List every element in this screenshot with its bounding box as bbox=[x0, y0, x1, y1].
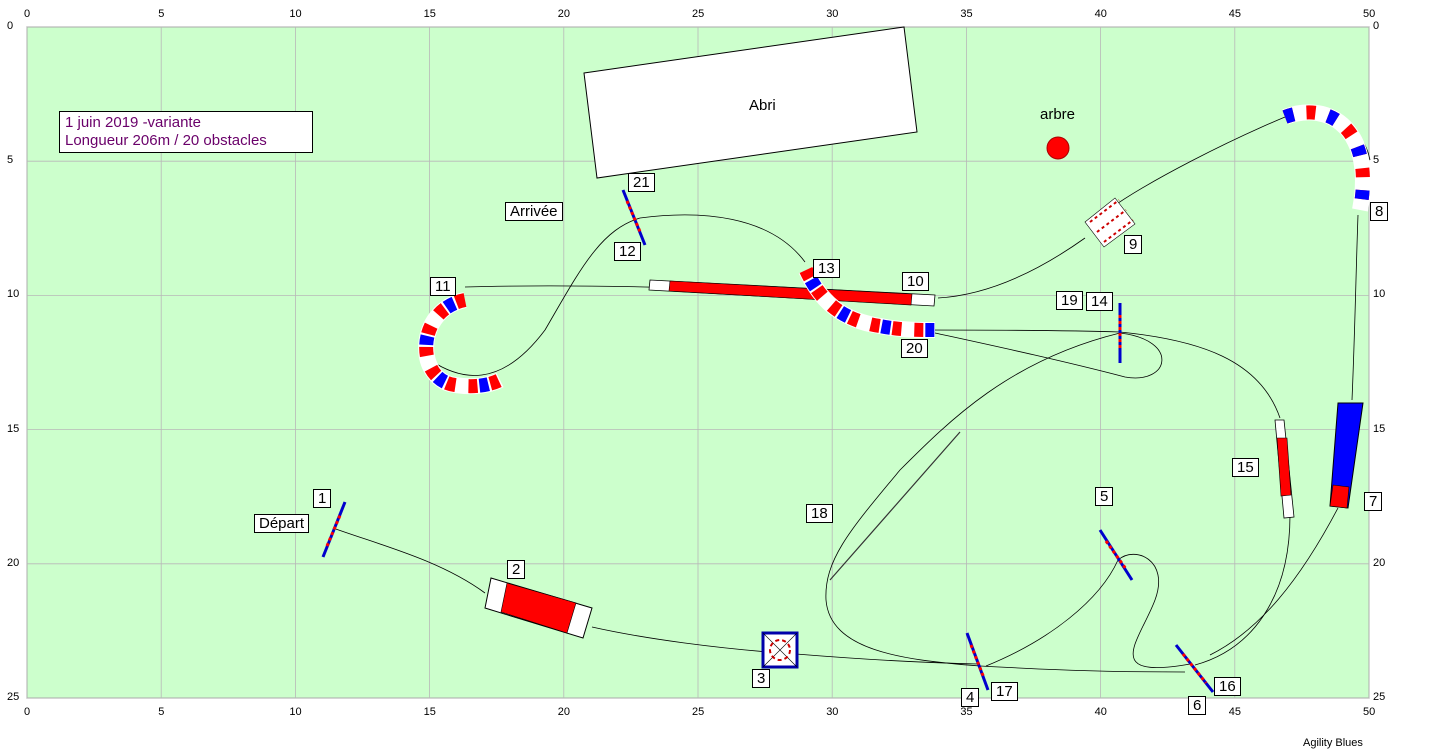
axis-tick-bottom: 45 bbox=[1228, 706, 1242, 718]
axis-tick-bottom: 30 bbox=[826, 706, 839, 718]
obstacle-number-21: 21 bbox=[628, 173, 655, 192]
axis-tick-left: 0 bbox=[7, 20, 14, 32]
axis-tick-right: 0 bbox=[1373, 20, 1380, 32]
tunnel-8 bbox=[1282, 104, 1371, 212]
axis-tick-top: 25 bbox=[692, 8, 705, 20]
axis-tick-bottom: 25 bbox=[692, 706, 705, 718]
obstacle-number-2: 2 bbox=[507, 560, 526, 579]
obstacle-number-1: 1 bbox=[313, 489, 332, 508]
spread-9 bbox=[1084, 197, 1136, 248]
obstacle-number-17: 17 bbox=[991, 682, 1018, 701]
axis-tick-right: 15 bbox=[1373, 422, 1386, 435]
obstacle-number-10: 10 bbox=[902, 272, 929, 291]
axis-tick-right: 20 bbox=[1373, 556, 1386, 569]
wall-15-red bbox=[1276, 437, 1292, 497]
dogwalk-red bbox=[668, 280, 913, 306]
axis-tick-bottom: 50 bbox=[1363, 706, 1376, 718]
seesaw-7-red bbox=[1329, 484, 1350, 509]
obstacle-number-6: 6 bbox=[1188, 696, 1207, 715]
axis-tick-bottom: 20 bbox=[557, 706, 571, 718]
axis-tick-top: 20 bbox=[557, 8, 571, 20]
axis-tick-top: 15 bbox=[423, 8, 436, 20]
axis-tick-top: 30 bbox=[826, 8, 839, 20]
obstacle-number-7: 7 bbox=[1364, 492, 1383, 511]
shelter-label: Abri bbox=[749, 97, 776, 114]
obstacle-number-18: 18 bbox=[806, 504, 833, 523]
axis-tick-right: 10 bbox=[1373, 288, 1386, 301]
start-label: Départ bbox=[254, 514, 310, 533]
shelter bbox=[583, 26, 918, 179]
weave-poles-18 bbox=[829, 431, 961, 581]
table-3 bbox=[761, 631, 799, 669]
tree-label: arbre bbox=[1040, 106, 1076, 123]
obstacle-number-14: 14 bbox=[1086, 292, 1113, 311]
axis-tick-top: 35 bbox=[960, 8, 973, 20]
axis-tick-right: 5 bbox=[1373, 154, 1380, 167]
credit: Agility Blues bbox=[1303, 737, 1363, 749]
obstacle-number-5: 5 bbox=[1095, 487, 1114, 506]
obstacle-number-20: 20 bbox=[901, 339, 928, 358]
axis-tick-left: 20 bbox=[7, 556, 20, 569]
obstacle-number-11: 11 bbox=[430, 277, 456, 296]
axis-tick-left: 15 bbox=[7, 422, 20, 435]
obstacle-number-15: 15 bbox=[1232, 458, 1259, 477]
axis-tick-top: 45 bbox=[1228, 8, 1242, 20]
obstacle-number-12: 12 bbox=[614, 242, 641, 261]
finish-label: Arrivée bbox=[505, 202, 563, 221]
course-date: 1 juin 2019 -variante bbox=[65, 114, 201, 131]
tunnel-13-20-red bbox=[799, 266, 936, 337]
course-info: 1 juin 2019 -variante Longueur 206m / 20… bbox=[59, 111, 313, 153]
axis-tick-right: 25 bbox=[1373, 691, 1386, 703]
axis-tick-bottom: 15 bbox=[423, 706, 436, 718]
axis-tick-top: 50 bbox=[1363, 8, 1376, 20]
obstacle-number-4: 4 bbox=[961, 688, 980, 707]
axis-tick-bottom: 40 bbox=[1094, 706, 1107, 718]
obstacle-number-16: 16 bbox=[1214, 677, 1241, 696]
obstacle-number-19: 19 bbox=[1056, 291, 1083, 310]
axis-tick-top: 5 bbox=[158, 8, 165, 20]
axis-tick-top: 40 bbox=[1094, 8, 1107, 20]
jumps bbox=[321, 189, 1215, 693]
axis-tick-top: 0 bbox=[24, 8, 31, 20]
axis-tick-bottom: 0 bbox=[24, 706, 31, 718]
axis-tick-left: 5 bbox=[7, 154, 14, 167]
axis-tick-bottom: 35 bbox=[960, 706, 973, 718]
tree bbox=[1046, 136, 1070, 160]
axis-tick-bottom: 5 bbox=[158, 706, 165, 718]
course-length: Longueur 206m / 20 obstacles bbox=[65, 132, 267, 149]
axis-tick-bottom: 10 bbox=[289, 706, 302, 718]
axis-tick-left: 25 bbox=[7, 691, 20, 703]
axis-tick-left: 10 bbox=[7, 288, 20, 301]
seesaw-7 bbox=[1329, 402, 1364, 509]
tunnel-2-red bbox=[500, 582, 577, 634]
obstacle-number-9: 9 bbox=[1124, 235, 1143, 254]
obstacle-number-8: 8 bbox=[1370, 202, 1389, 221]
axis-tick-top: 10 bbox=[289, 8, 302, 20]
obstacle-number-13: 13 bbox=[813, 259, 840, 278]
tunnel-11-blue bbox=[419, 293, 504, 394]
obstacle-number-3: 3 bbox=[752, 669, 771, 688]
